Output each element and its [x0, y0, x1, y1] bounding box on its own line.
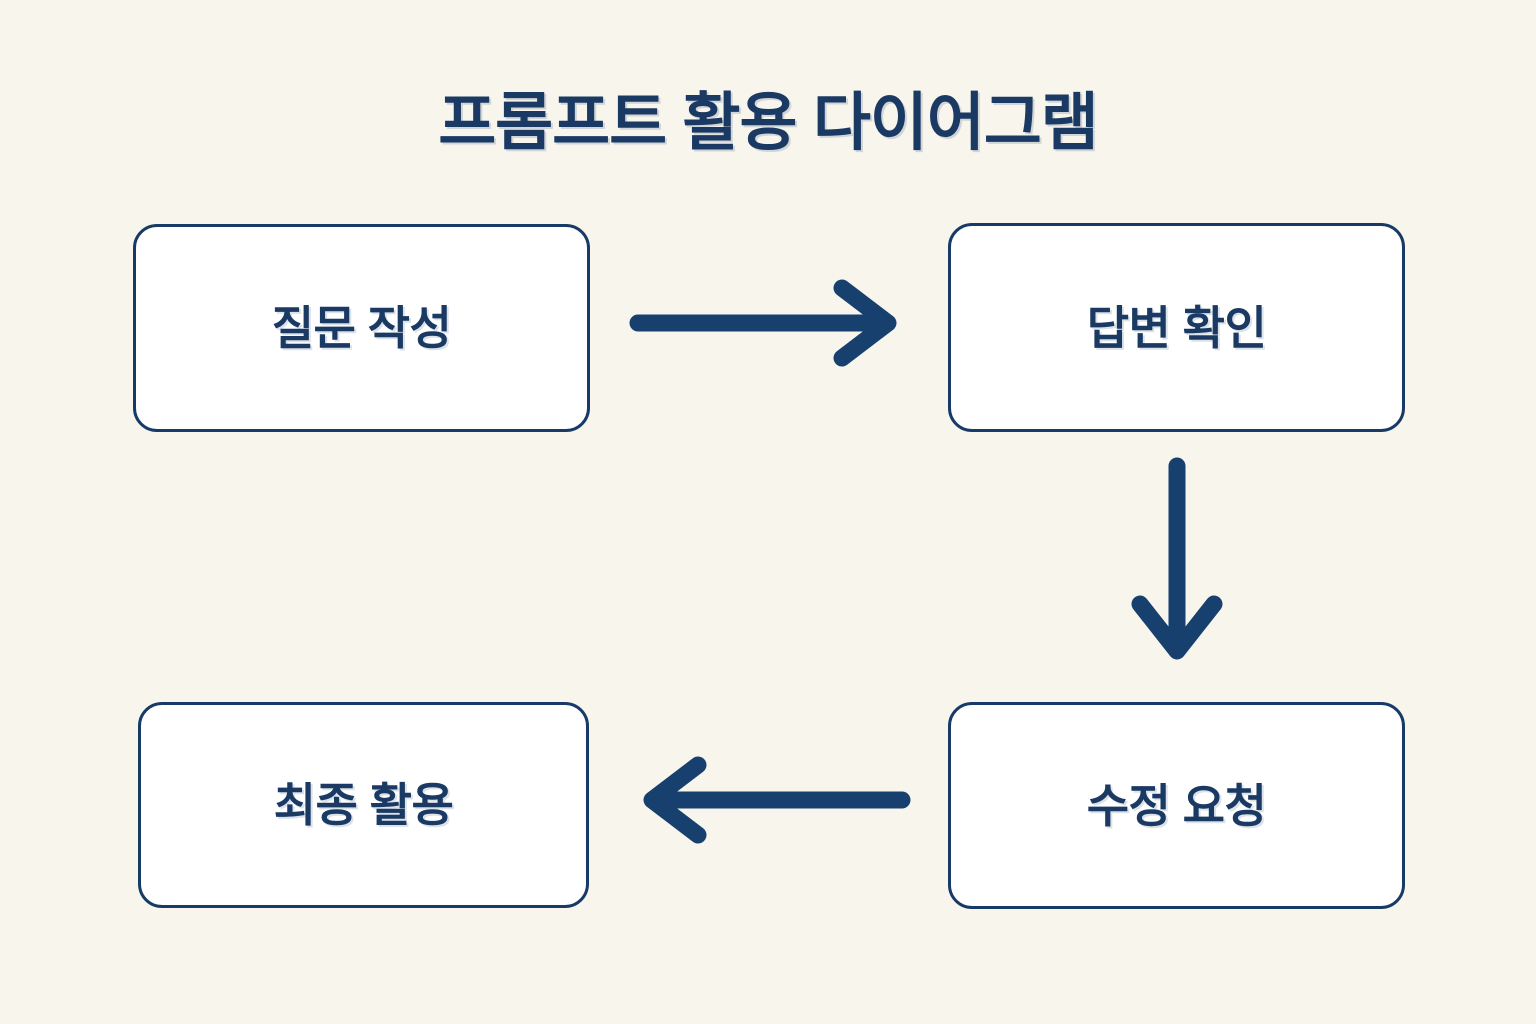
arrow-right-icon	[629, 279, 897, 367]
page-title: 프롬프트 활용 다이어그램	[438, 88, 1099, 158]
node-question[interactable]: 질문 작성	[133, 224, 590, 432]
node-final[interactable]: 최종 활용	[138, 702, 589, 908]
node-revision-label: 수정 요청	[1086, 779, 1267, 832]
node-answer-label: 답변 확인	[1086, 301, 1267, 354]
node-final-label: 최종 활용	[273, 779, 454, 831]
node-revision[interactable]: 수정 요청	[948, 702, 1405, 909]
arrow-left-icon	[643, 756, 911, 844]
arrow-down-icon	[1131, 457, 1223, 660]
node-question-label: 질문 작성	[271, 302, 452, 354]
node-answer[interactable]: 답변 확인	[948, 223, 1405, 432]
